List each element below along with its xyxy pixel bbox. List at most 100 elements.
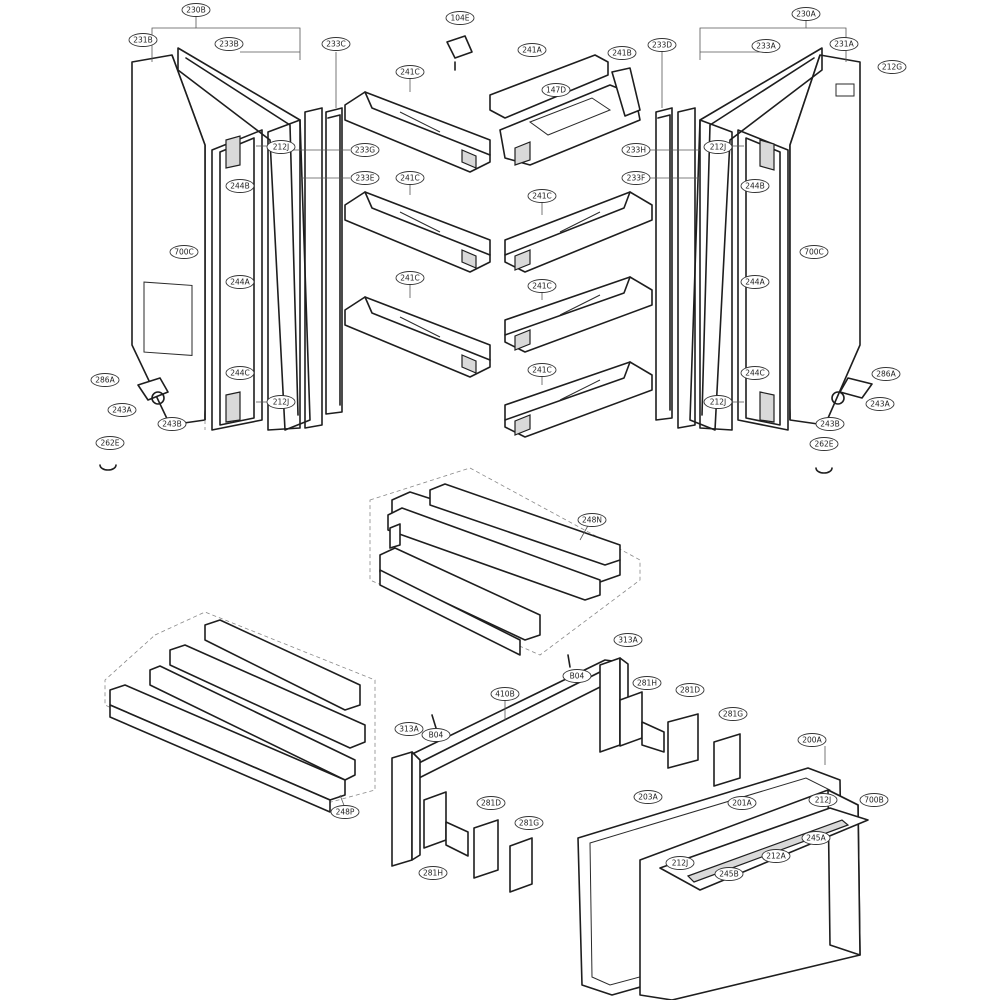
callout-233a: 233A [751, 39, 781, 53]
callout-label: 231B [133, 36, 152, 45]
callout-label: 233G [355, 146, 375, 155]
callout-label: 233D [652, 41, 672, 50]
callout-bubble [633, 790, 663, 804]
callout-bubble [871, 367, 901, 381]
callout-233e: 233E [350, 171, 380, 185]
callout-label: 281G [519, 819, 539, 828]
callout-bubble [675, 683, 705, 697]
callout-label: 243A [112, 406, 132, 415]
callout-313a: 313A [394, 722, 424, 736]
callout-bubble [266, 395, 296, 409]
callout-231a: 231A [829, 37, 859, 51]
bin-left-1 [344, 91, 491, 173]
callout-label: 244C [230, 369, 250, 378]
callout-label: 700B [864, 796, 883, 805]
bin-right-3 [504, 361, 653, 438]
callout-244b: 244B [225, 179, 255, 193]
callout-245a: 245A [801, 831, 831, 845]
callout-243a: 243A [865, 397, 895, 411]
callout-bubble [727, 796, 757, 810]
callout-bubble [225, 366, 255, 380]
callout-label: 230B [186, 6, 205, 15]
callout-label: 212J [815, 796, 832, 805]
callout-700c: 700C [799, 245, 829, 259]
callout-281d: 281D [476, 796, 506, 810]
callout-bubble [95, 436, 125, 450]
callout-label: 230A [796, 10, 816, 19]
callout-bubble [808, 793, 838, 807]
callout-bubble [859, 793, 889, 807]
callout-label: 244B [230, 182, 249, 191]
callout-label: 262E [100, 439, 119, 448]
callout-label: 203A [638, 793, 658, 802]
callout-label: 241C [400, 274, 420, 283]
callout-bubble [632, 676, 662, 690]
callout-bubble [490, 687, 520, 701]
callout-bubble [394, 722, 424, 736]
callout-244c: 244C [740, 366, 770, 380]
callout-bubble [703, 395, 733, 409]
callout-label: 281H [423, 869, 443, 878]
callout-201a: 201A [727, 796, 757, 810]
callout-244a: 244A [225, 275, 255, 289]
callout-label: 104E [450, 14, 469, 23]
bin-left-3 [344, 296, 491, 378]
callout-label: 201A [732, 799, 752, 808]
callout-bubble [157, 417, 187, 431]
callout-281g: 281G [718, 707, 748, 721]
callout-248n: 248N [577, 513, 607, 527]
callout-label: 231A [834, 40, 854, 49]
callout-label: 212J [710, 143, 727, 152]
callout-label: 233B [219, 40, 238, 49]
callout-label: 233E [355, 174, 374, 183]
callout-label: 212J [273, 398, 290, 407]
callout-label: 248P [336, 808, 355, 817]
callout-label: 212J [273, 143, 290, 152]
dairy-compartment [489, 54, 641, 166]
callout-230a: 230A [791, 7, 821, 21]
callout-bubble [703, 140, 733, 154]
left-door-assembly [99, 14, 350, 471]
callout-label: 241C [400, 174, 420, 183]
callout-233g: 233G [350, 143, 380, 157]
callout-bubble [761, 849, 791, 863]
callout-label: 244C [745, 369, 765, 378]
callout-label: 244B [745, 182, 764, 191]
callout-label: 410B [495, 690, 514, 699]
callout-200a: 200A [797, 733, 827, 747]
callout-262e: 262E [95, 436, 125, 450]
callout-241a: 241A [517, 43, 547, 57]
callout-233d: 233D [647, 38, 677, 52]
callout-bubble [718, 707, 748, 721]
callout-212a: 212A [761, 849, 791, 863]
callout-203a: 203A [633, 790, 663, 804]
callout-label: B04 [429, 731, 444, 740]
callout-286a: 286A [871, 367, 901, 381]
callout-bubble [330, 805, 360, 819]
callout-label: 281H [637, 679, 657, 688]
callout-241c: 241C [395, 65, 425, 79]
callout-231b: 231B [128, 33, 158, 47]
callout-bubble [476, 796, 506, 810]
callout-bubble [740, 275, 770, 289]
callout-241c: 241C [395, 271, 425, 285]
callout-label: B04 [570, 672, 585, 681]
callout-label: 243B [162, 420, 181, 429]
callout-212g: 212G [877, 60, 907, 74]
callout-bubble [751, 39, 781, 53]
callout-243b: 243B [157, 417, 187, 431]
rail-set-248P [104, 611, 376, 813]
callout-bubble [799, 245, 829, 259]
door-bins [344, 35, 653, 438]
callout-bubble [621, 143, 651, 157]
callout-bubble [321, 37, 351, 51]
callout-label: 244A [745, 278, 765, 287]
callout-700b: 700B [859, 793, 889, 807]
callout-bubble [128, 33, 158, 47]
callout-label: 233A [756, 42, 776, 51]
callout-label: 700C [804, 248, 824, 257]
callout-bubble [107, 403, 137, 417]
callout-label: 212J [672, 859, 689, 868]
callout-700c: 700C [169, 245, 199, 259]
